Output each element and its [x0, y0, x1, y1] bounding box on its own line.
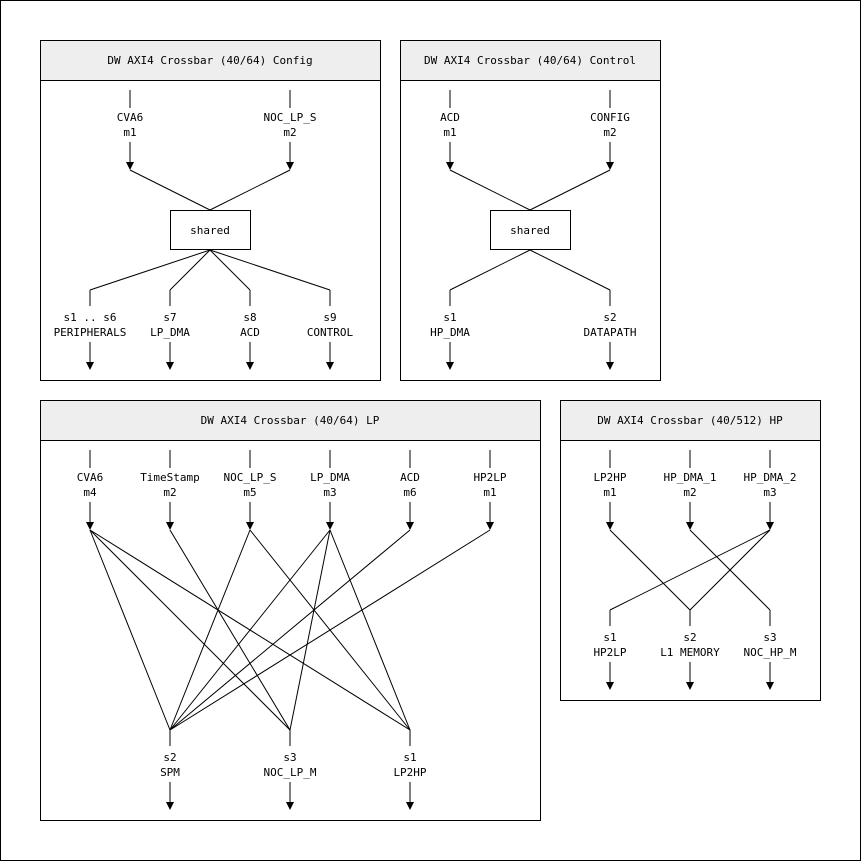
master-name: CVA6	[77, 471, 104, 484]
master-name: HP_DMA_2	[744, 471, 797, 484]
slave-name: HP_DMA	[430, 326, 470, 339]
hub-box	[170, 210, 251, 250]
slave-port: s1 .. s6	[64, 311, 117, 324]
panel-hp: DW AXI4 Crossbar (40/512) HP LP2HP m1 HP…	[560, 400, 821, 701]
slave-port: s7	[163, 311, 176, 324]
master-port: m1	[443, 126, 456, 139]
master-name: HP_DMA_1	[664, 471, 717, 484]
master-port: m2	[603, 126, 616, 139]
master-port: m1	[603, 486, 616, 499]
master-port: m4	[83, 486, 97, 499]
hub-box	[490, 210, 571, 250]
slave-name: CONTROL	[307, 326, 354, 339]
panel-header	[400, 40, 661, 81]
master-port: m6	[403, 486, 416, 499]
panel-config: DW AXI4 Crossbar (40/64) Config shared C…	[40, 40, 381, 381]
slave-port: s1	[603, 631, 616, 644]
master-name: LP_DMA	[310, 471, 350, 484]
slave-port: s1	[403, 751, 416, 764]
slave-name: NOC_HP_M	[744, 646, 797, 659]
master-name: CVA6	[117, 111, 144, 124]
slave-port: s2	[603, 311, 616, 324]
hub-label: shared	[190, 224, 230, 237]
slave-name: LP_DMA	[150, 326, 190, 339]
master-name: TimeStamp	[140, 471, 200, 484]
panel-lp: DW AXI4 Crossbar (40/64) LP	[40, 400, 541, 821]
master-name: CONFIG	[590, 111, 630, 124]
panel-title: DW AXI4 Crossbar (40/64) Control	[424, 54, 636, 67]
slave-name: NOC_LP_M	[264, 766, 317, 779]
slave-name: SPM	[160, 766, 180, 779]
master-name: NOC_LP_S	[264, 111, 317, 124]
slave-port: s2	[683, 631, 696, 644]
slave-name: L1 MEMORY	[660, 646, 720, 659]
panel-header	[40, 40, 381, 81]
master-name: NOC_LP_S	[224, 471, 277, 484]
master-port: m2	[163, 486, 176, 499]
master-port: m2	[683, 486, 696, 499]
master-port: m5	[243, 486, 256, 499]
slave-port: s1	[443, 311, 456, 324]
panel-title: DW AXI4 Crossbar (40/64) Config	[107, 54, 312, 67]
slave-name: ACD	[240, 326, 260, 339]
master-name: ACD	[400, 471, 420, 484]
master-name: ACD	[440, 111, 460, 124]
slave-name: PERIPHERALS	[54, 326, 127, 339]
slave-name: LP2HP	[393, 766, 426, 779]
panel-title: DW AXI4 Crossbar (40/512) HP	[597, 414, 783, 427]
master-port: m1	[483, 486, 496, 499]
slave-port: s8	[243, 311, 256, 324]
slave-port: s3	[763, 631, 776, 644]
master-port: m2	[283, 126, 296, 139]
slave-name: HP2LP	[593, 646, 626, 659]
master-name: LP2HP	[593, 471, 626, 484]
slave-port: s3	[283, 751, 296, 764]
hub-label: shared	[510, 224, 550, 237]
master-port: m1	[123, 126, 136, 139]
panel-frame	[40, 400, 541, 821]
master-port: m3	[763, 486, 776, 499]
panel-header	[40, 400, 541, 441]
master-port: m3	[323, 486, 336, 499]
slave-name: DATAPATH	[584, 326, 637, 339]
slave-port: s9	[323, 311, 336, 324]
panel-title: DW AXI4 Crossbar (40/64) LP	[201, 414, 380, 427]
panel-header	[560, 400, 821, 441]
slave-port: s2	[163, 751, 176, 764]
panel-control: DW AXI4 Crossbar (40/64) Control shared …	[400, 40, 661, 381]
master-name: HP2LP	[473, 471, 506, 484]
